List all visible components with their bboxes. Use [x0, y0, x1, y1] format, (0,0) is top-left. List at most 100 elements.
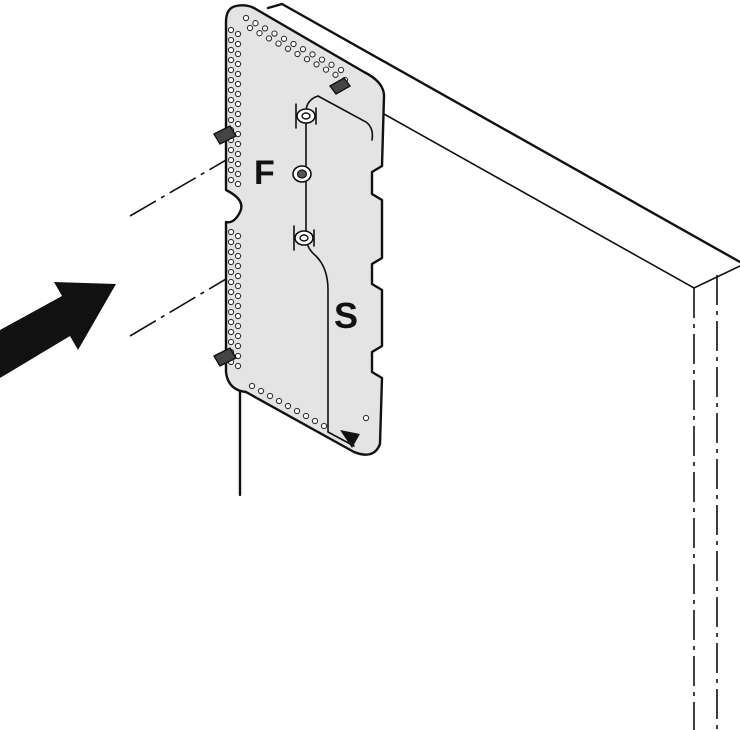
plate-hole	[257, 387, 265, 395]
plate-hole	[227, 146, 235, 154]
cabinet-panel	[266, 2, 740, 730]
plate-hole	[234, 262, 242, 270]
plate-hole	[248, 382, 256, 390]
plate-hole	[227, 328, 235, 336]
plate-hole	[234, 362, 242, 370]
plate-hole	[266, 392, 274, 400]
plate-hole	[234, 150, 242, 158]
plate-hole	[227, 238, 235, 246]
plate-hole	[246, 24, 254, 32]
plate-hole	[322, 66, 330, 73]
plate-hole	[302, 412, 310, 420]
plate-hole	[227, 318, 235, 326]
plate-hole	[227, 86, 235, 94]
plate-hole	[234, 30, 242, 38]
locating-pin-bottom-left	[213, 347, 237, 367]
plate-hole	[227, 66, 235, 74]
plate-hole	[271, 30, 278, 37]
plate-hole	[311, 417, 319, 425]
plate-hole	[337, 66, 345, 74]
plate-hole	[320, 422, 328, 430]
plate-hole	[313, 61, 320, 68]
plate-hole-pattern	[227, 14, 370, 430]
plate-hole	[328, 61, 335, 68]
plate-hole	[234, 40, 242, 48]
plate-hole	[234, 120, 242, 128]
plate-hole	[265, 35, 273, 42]
plate-hole	[227, 166, 235, 174]
plate-hole	[227, 26, 235, 34]
plate-hole	[227, 46, 235, 54]
plate-hole	[309, 51, 316, 58]
plate-hole	[227, 106, 235, 114]
plate-hole	[234, 180, 242, 188]
plate-hole	[227, 308, 235, 316]
panel-front-edge	[383, 113, 740, 289]
plate-hole	[234, 80, 242, 88]
plate-hole	[234, 170, 242, 178]
plate-hole	[294, 50, 301, 58]
plate-hole	[234, 242, 242, 250]
triangle-down-icon	[340, 430, 360, 448]
plate-hole	[227, 338, 235, 346]
plate-hole	[303, 56, 311, 63]
drill-bushing-middle	[292, 165, 312, 183]
plate-hole	[234, 252, 242, 260]
drill-bushing-upper	[295, 103, 317, 129]
plate-hole	[275, 397, 283, 405]
drilling-template-plate: F S	[213, 4, 386, 456]
plate-hole	[234, 60, 242, 68]
plate-hole	[299, 46, 307, 53]
plate-hole	[234, 70, 242, 78]
plate-hole	[234, 90, 242, 98]
plate-hole	[227, 278, 235, 286]
plate-hole	[234, 110, 242, 118]
plate-hole	[284, 402, 292, 410]
plate-hole	[227, 156, 235, 164]
plate-hole	[234, 282, 242, 290]
plate-hole	[234, 332, 242, 340]
plate-hole	[284, 45, 292, 52]
panel-top-edge	[266, 2, 740, 264]
plate-hole	[234, 342, 242, 350]
plate-body	[224, 4, 386, 456]
plate-hole	[234, 272, 242, 280]
plate-hole	[234, 100, 242, 108]
plate-hole	[227, 176, 235, 184]
plate-hole	[234, 322, 242, 330]
plate-hole	[234, 160, 242, 168]
plate-hole	[234, 50, 242, 58]
locating-pin-top-right	[328, 77, 352, 95]
plate-hole	[227, 76, 235, 84]
plate-hole	[362, 414, 370, 422]
arrow-right-icon	[0, 282, 116, 378]
front-mark-label: F	[254, 154, 275, 192]
plate-inner-channel	[305, 95, 374, 447]
plate-hole	[234, 292, 242, 300]
plate-hole	[290, 40, 297, 48]
plate-hole	[227, 228, 235, 236]
plate-hole	[227, 56, 235, 64]
plate-hole	[256, 30, 263, 37]
plate-hole	[234, 232, 242, 240]
plate-hole	[227, 116, 235, 124]
plate-hole	[227, 96, 235, 104]
plate-hole	[318, 56, 326, 63]
plate-hole	[234, 140, 242, 148]
plate-hole	[234, 312, 242, 320]
drill-bushing-lower	[293, 225, 315, 251]
plate-hole	[261, 25, 269, 32]
plate-hole	[227, 248, 235, 256]
plate-hole	[234, 302, 242, 310]
plate-hole	[227, 298, 235, 306]
plate-hole	[293, 407, 301, 415]
locating-pin-top-left	[213, 125, 237, 145]
plate-hole	[280, 35, 288, 42]
plate-hole	[227, 258, 235, 266]
plate-hole	[227, 268, 235, 276]
plate-hole	[242, 14, 250, 22]
plate-hole	[227, 288, 235, 296]
plate-hole	[275, 40, 282, 47]
